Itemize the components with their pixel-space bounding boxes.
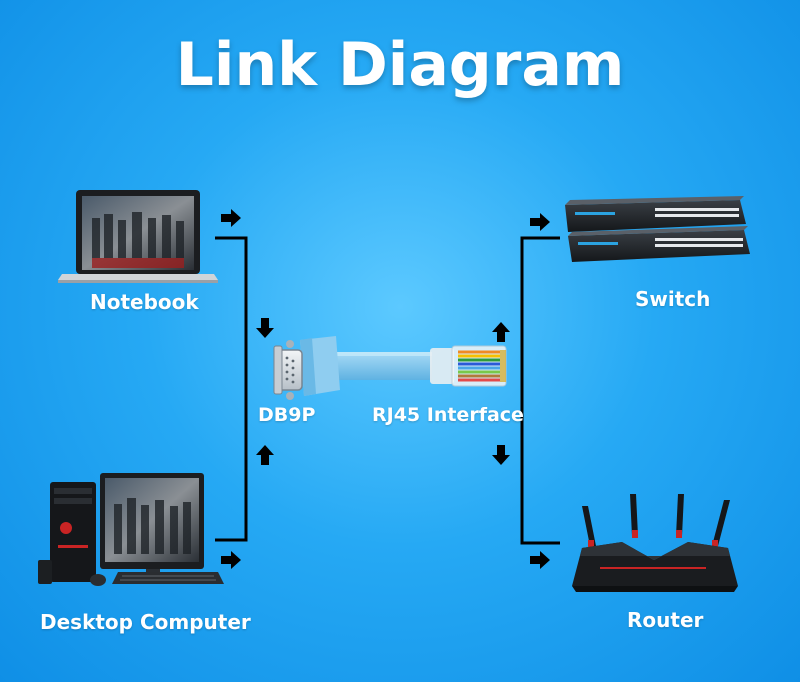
- db9-connector-icon: [273, 336, 340, 400]
- arrow-up-rj45: [492, 322, 510, 342]
- rj45-connector-icon: [430, 345, 507, 387]
- desktop-computer-icon: [38, 473, 224, 586]
- rj45-interface-label: RJ45 Interface: [372, 404, 524, 426]
- console-cable: [330, 352, 432, 380]
- arrow-right-desktop: [221, 551, 241, 569]
- db9p-label: DB9P: [258, 404, 316, 426]
- notebook-label: Notebook: [90, 290, 199, 314]
- arrow-down-rj45: [492, 445, 510, 465]
- arrow-right-notebook: [221, 209, 241, 227]
- diagram-title: Link Diagram: [175, 30, 625, 100]
- router-label: Router: [627, 608, 704, 632]
- arrow-right-switch: [530, 213, 550, 231]
- arrow-right-router: [530, 551, 550, 569]
- left-connection-lines: [215, 236, 248, 542]
- arrow-down-db9: [256, 318, 274, 338]
- laptop-icon: [58, 190, 218, 283]
- right-connection-lines: [520, 236, 560, 545]
- network-switch-icon: [565, 196, 750, 262]
- desktop-computer-label: Desktop Computer: [40, 610, 251, 634]
- wifi-router-icon: [572, 494, 738, 592]
- arrow-up-db9: [256, 445, 274, 465]
- switch-label: Switch: [635, 287, 711, 311]
